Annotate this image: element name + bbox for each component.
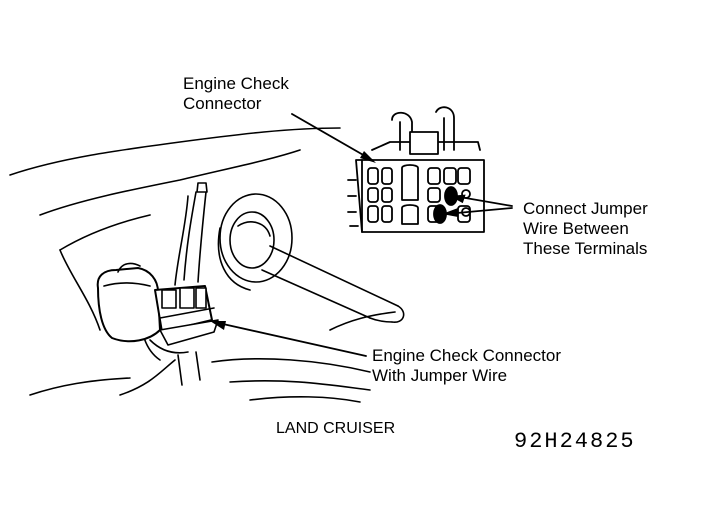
label-line: Connect Jumper	[523, 199, 648, 218]
label-engine-check-connector: Engine Check Connector	[183, 74, 289, 114]
engine-boss	[217, 193, 405, 323]
label-line: These Terminals	[523, 239, 648, 258]
leader-bottom	[213, 321, 367, 357]
label-line: Connector	[183, 94, 262, 113]
label-connect-jumper: Connect Jumper Wire Between These Termin…	[523, 199, 648, 259]
leader-top	[291, 113, 373, 161]
engine-check-connector-installed	[96, 262, 219, 386]
label-line: With Jumper Wire	[372, 366, 508, 385]
label-line: Wire Between	[523, 219, 629, 238]
figure-code: 92H24825	[514, 429, 636, 454]
model-label: LAND CRUISER	[276, 420, 396, 437]
arrowheads	[210, 151, 466, 330]
label-connector-with-jumper: Engine Check Connector With Jumper Wire	[372, 346, 561, 386]
engine-body-outline	[9, 127, 396, 403]
label-line: Engine Check	[183, 74, 289, 93]
leader-lines	[213, 113, 513, 357]
jumper-wire-leads	[174, 182, 208, 286]
label-line: Engine Check Connector	[372, 346, 562, 365]
